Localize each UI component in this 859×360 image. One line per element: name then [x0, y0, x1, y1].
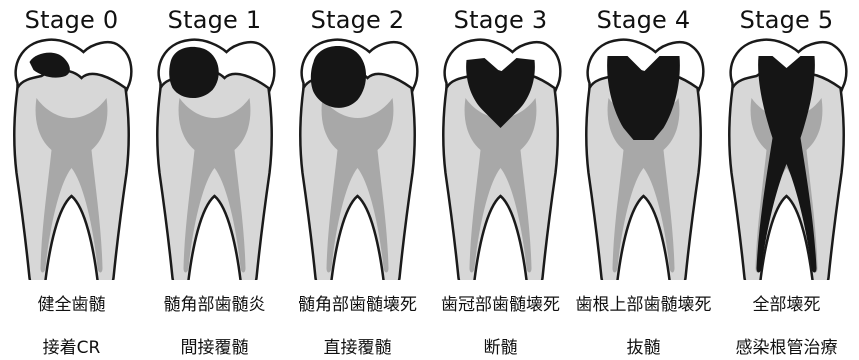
stage-3-condition: 歯冠部歯髄壊死	[429, 290, 572, 315]
stage-4-treatment: 抜髄	[572, 333, 715, 358]
tooth-stage-5	[729, 40, 846, 280]
caries-lesion	[311, 46, 366, 108]
stage-3-treatment: 断髄	[429, 333, 572, 358]
tooth-stage-0	[14, 40, 131, 280]
stage-5-condition: 全部壊死	[715, 290, 858, 315]
tooth-stage-3	[443, 40, 560, 280]
stage-0-treatment: 接着CR	[0, 333, 143, 358]
tooth-stage-1	[157, 40, 274, 280]
stage-2-treatment: 直接覆髄	[286, 333, 429, 358]
caries-lesion	[169, 47, 219, 98]
stage-1-condition: 髄角部歯髄炎	[143, 290, 286, 315]
tooth-stage-4	[586, 40, 703, 280]
stage-4-condition: 歯根上部歯髄壊死	[572, 290, 715, 315]
stage-1-treatment: 間接覆髄	[143, 333, 286, 358]
stage-2-condition: 髄角部歯髄壊死	[286, 290, 429, 315]
tooth-stage-2	[300, 40, 417, 280]
stage-0-condition: 健全歯髄	[0, 290, 143, 315]
tooth-diagrams	[0, 0, 859, 280]
stage-5-treatment: 感染根管治療	[715, 333, 858, 358]
